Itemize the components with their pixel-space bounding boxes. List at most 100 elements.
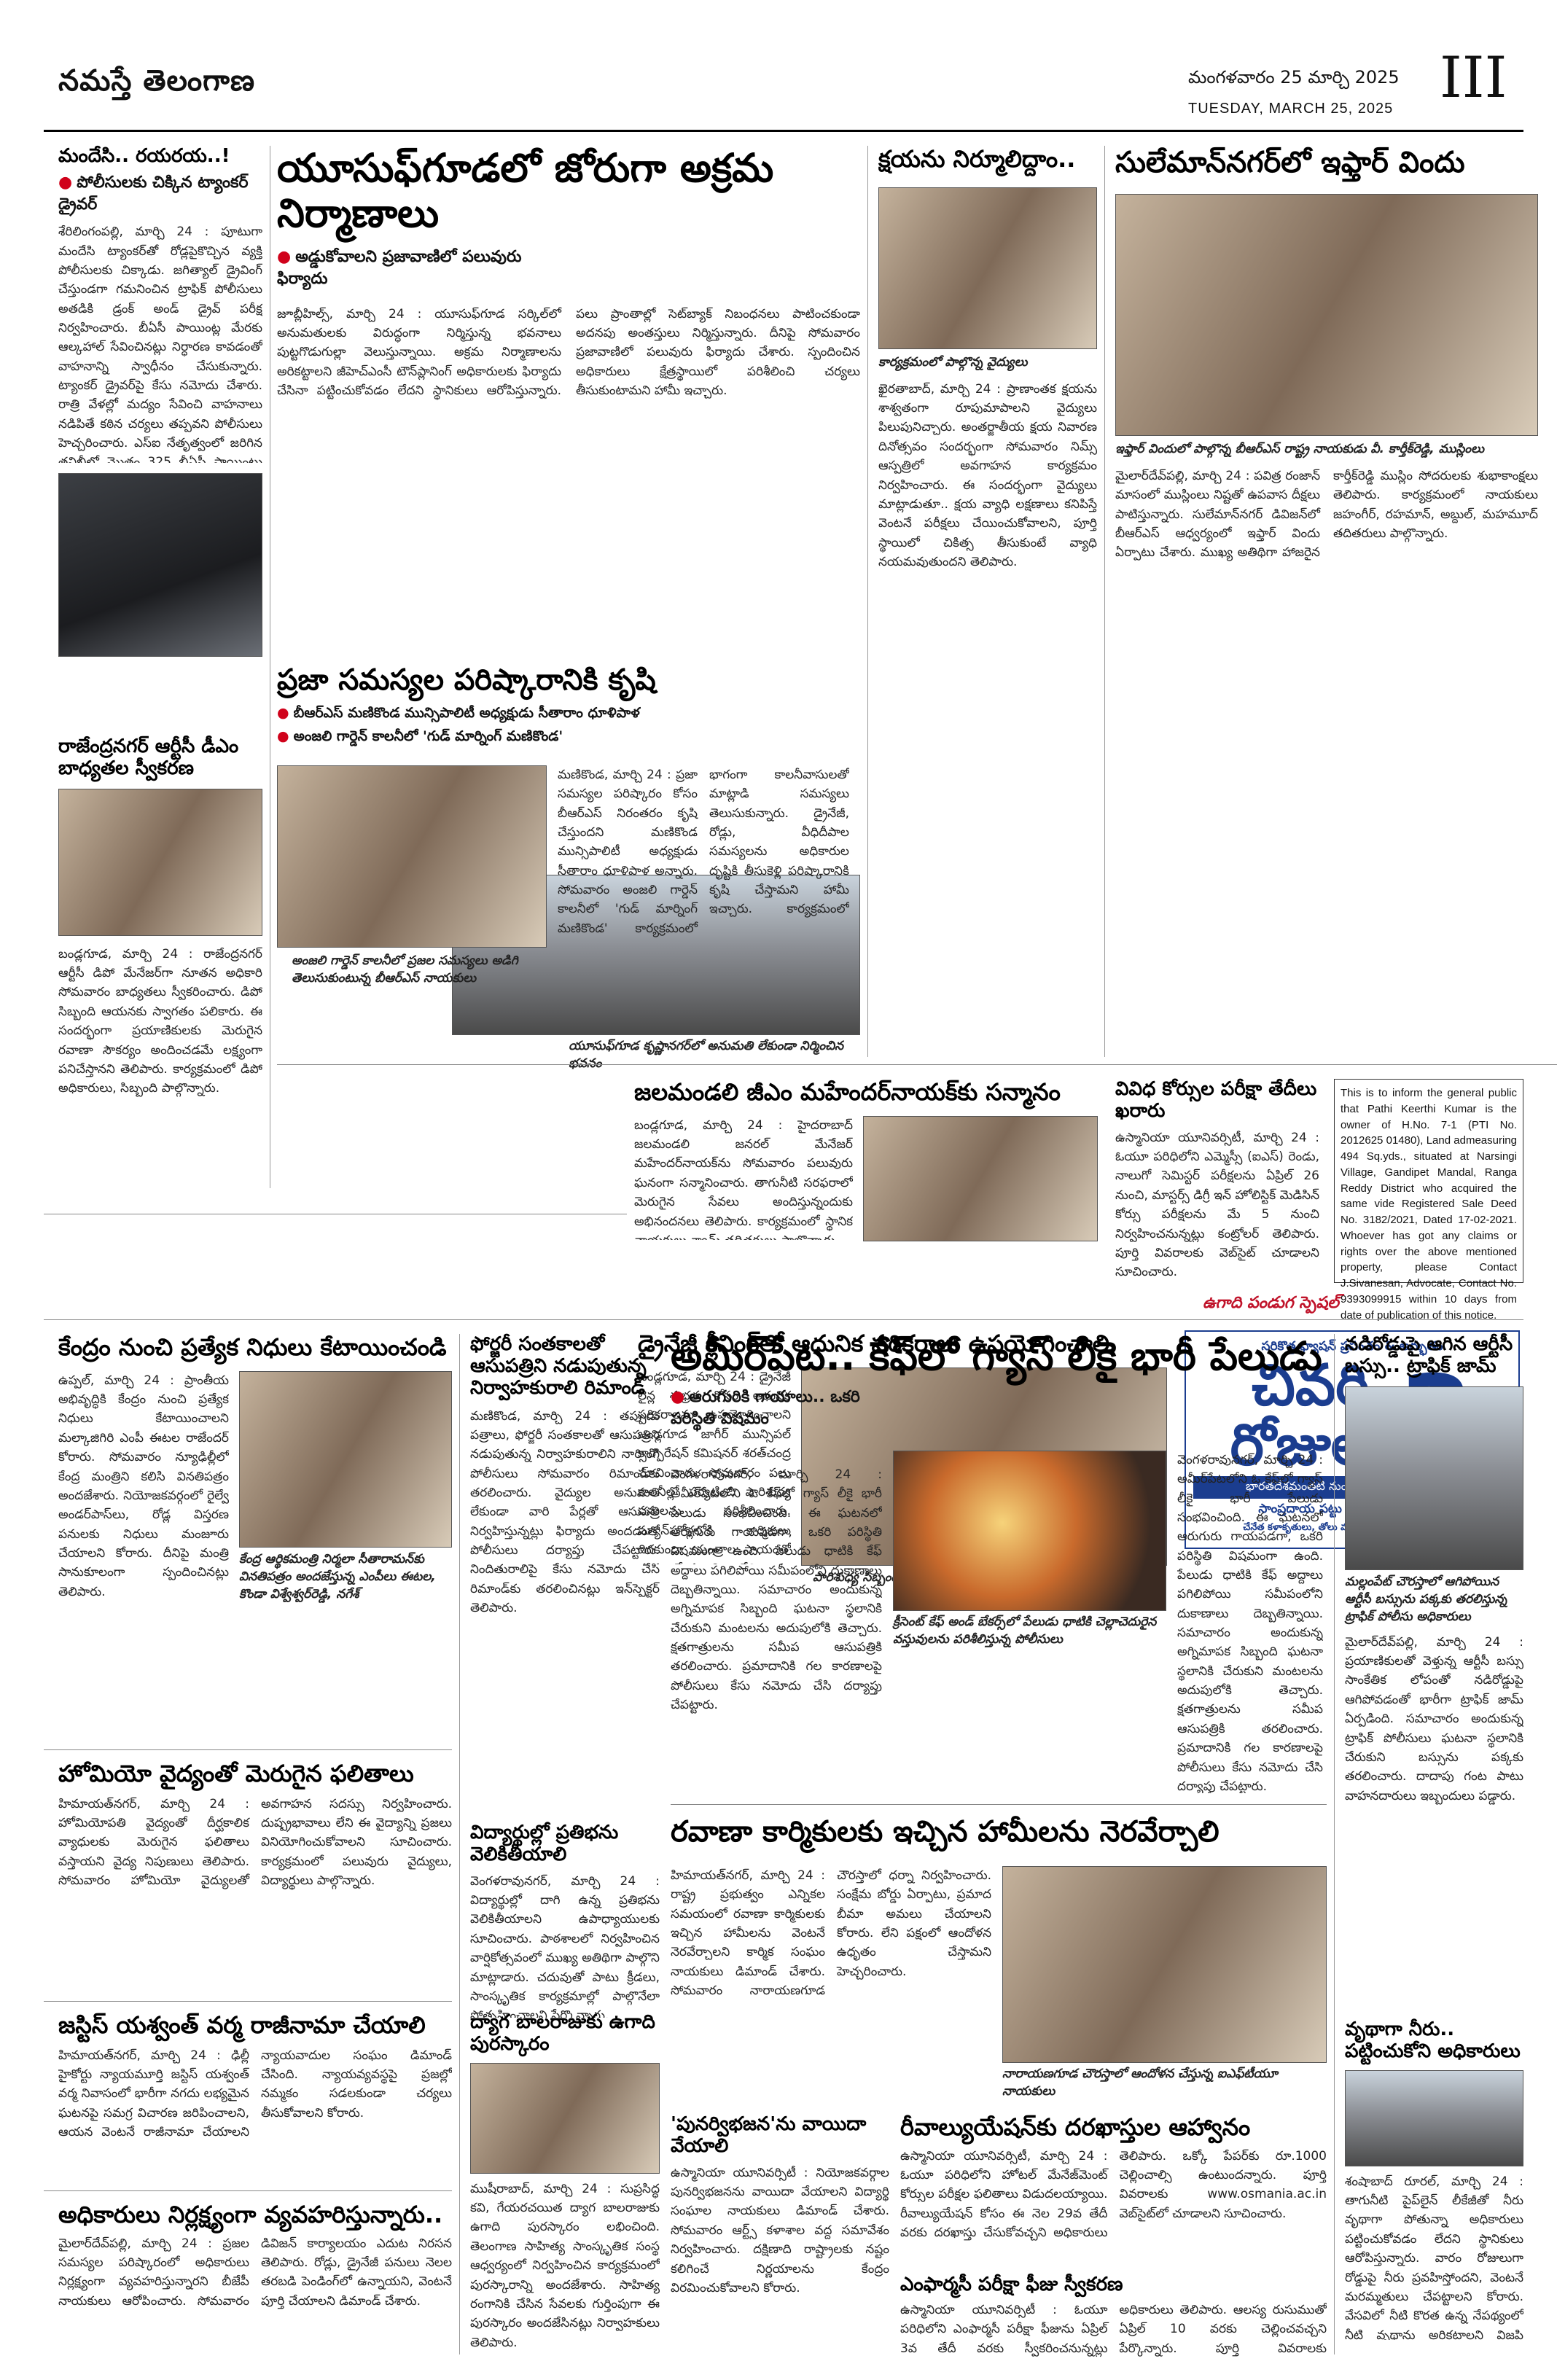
ad-tagline: సరికొత్త ఫ్యాషన్ ప్రపంచం & అద్భుతం bbox=[1261, 1339, 1443, 1354]
article-body: ఖైరతాబాద్, మార్చి 24 : ప్రాణాంతక క్షయను … bbox=[878, 381, 1097, 569]
article-headline: కేంద్రం నుంచి ప్రత్యేక నిధులు కేటాయించండ… bbox=[58, 1333, 447, 1361]
bullet-icon: ● bbox=[277, 727, 289, 744]
article-body: శేరిలింగంపల్లి, మార్చి 24 : పూటుగా మందేస… bbox=[58, 225, 262, 464]
water-photo bbox=[1345, 2069, 1523, 2166]
article-homeo: హోమియో వైద్యంతో మెరుగైన ఫలితాలు హిమాయత్‌… bbox=[58, 1760, 452, 2006]
column-divider bbox=[1334, 1334, 1335, 2354]
article-headline: జలమండలి జీఎం మహేందర్‌నాయక్‌కు సన్మానం bbox=[634, 1078, 1061, 1106]
photo-caption: యూసుఫ్‌గూడ కృష్ణానగర్‌లో అనుమతి లేకుండా … bbox=[569, 1039, 844, 1071]
article-headline: వృథాగా నీరు.. పట్టించుకోని అధికారులు bbox=[1345, 2018, 1521, 2062]
photo-caption: కేంద్ర ఆర్థికమంత్రి నిర్మలా సీతారామన్‌కు… bbox=[239, 1551, 436, 1601]
column-divider bbox=[867, 146, 868, 1057]
article-headline: ఎంఫార్మసీ పరీక్షా ఫీజు స్వీకరణ bbox=[900, 2274, 1123, 2295]
article-body: బండ్లగూడ, మార్చి 24 : రాజేంద్రనగర్ ఆర్టీ… bbox=[58, 946, 262, 1096]
article-course-dates: వివిధ కోర్సుల పరీక్షా తేదీలు ఖరారు ఉస్మా… bbox=[1115, 1078, 1319, 1296]
article-delimitation: 'పునర్విభజన'ను వాయిదా వేయాలి ఉస్మానియా య… bbox=[671, 2113, 889, 2324]
article-headline: అమీర్‌పేట.. కేఫ్‌లో గ్యాస్ లీకై భారీ పేల… bbox=[671, 1333, 1322, 1379]
article-tb: క్షయను నిర్మూలిద్దాం.. కార్యక్రమంలో పాల్… bbox=[878, 146, 1097, 730]
article-transport-workers: రవాణా కార్మికులకు ఇచ్చిన హామీలను నెరవేర్… bbox=[671, 1815, 1327, 1849]
article-headline: 'పునర్విభజన'ను వాయిదా వేయాలి bbox=[671, 2113, 867, 2157]
article-body: మైలార్‌దేవ్‌పల్లి, మార్చి 24 : ప్రజల సమస… bbox=[58, 2236, 452, 2309]
article-revaluation: రీవాల్యుయేషన్‌కు దరఖాస్తుల ఆహ్వానం ఉస్మా… bbox=[900, 2114, 1327, 2293]
award-photo bbox=[470, 2062, 660, 2174]
manikonda-photo bbox=[277, 765, 547, 948]
article-headline: ఫోర్జరీ సంతకాలతో ఆసుపత్రిని నడుపుతున్న న… bbox=[470, 1333, 647, 1399]
article-headline: సులేమాన్‌నగర్‌లో ఇఫ్తార్ విందు bbox=[1115, 146, 1465, 179]
article-body: హిమాయత్‌నగర్, మార్చి 24 : హోమియోపతి వైద్… bbox=[58, 1796, 452, 1889]
section-divider bbox=[44, 2001, 452, 2002]
article-body: హిమాయత్‌నగర్, మార్చి 24 : రాష్ట్ర ప్రభుత… bbox=[671, 1868, 991, 1999]
bullet-icon: ● bbox=[58, 173, 73, 192]
tb-photo bbox=[878, 187, 1097, 349]
article-sub: ఆరుగురికి గాయాలు.. ఒకరి పరిస్థితి విషమం bbox=[671, 1388, 860, 1428]
date-english: TUESDAY, MARCH 25, 2025 bbox=[1188, 101, 1394, 117]
article-sub: అడ్డుకోవాలని ప్రజావాణిలో పలువురు ఫిర్యాద… bbox=[277, 248, 522, 288]
article-headline: హోమియో వైద్యంతో మెరుగైన ఫలితాలు bbox=[58, 1760, 414, 1787]
article-sub: పోలీసులకు చిక్కిన ట్యాంకర్ డ్రైవర్ bbox=[58, 173, 249, 214]
article-officers-negligence: అధికారులు నిర్లక్ష్యంగా వ్యవహరిస్తున్నార… bbox=[58, 2201, 452, 2344]
date-telugu: మంగళవారం 25 మార్చి 2025 bbox=[1188, 67, 1400, 87]
article-students-talent: విద్యార్థుల్లో ప్రతిభను వెలికితీయాలి వెం… bbox=[470, 1822, 660, 2018]
article-headline: విద్యార్థుల్లో ప్రతిభను వెలికితీయాలి bbox=[470, 1822, 619, 1865]
article-people-problems: ప్రజా సమస్యల పరిష్కారానికి కృషి ●బీఆర్ఎస… bbox=[277, 663, 846, 746]
article-headline: డ్రైనేజీ క్లీనింగ్‌లో ఆధునిక పరికరాలు ఉప… bbox=[638, 1330, 1110, 1357]
article-body: జూబ్లీహిల్స్, మార్చి 24 : యూసుఫ్‌గూడ సర్… bbox=[277, 306, 860, 398]
article-central-funds: కేంద్రం నుంచి ప్రత్యేక నిధులు కేటాయించండ… bbox=[58, 1334, 452, 1750]
article-body: వెంగళరావునగర్, మార్చి 24 : విద్యార్థుల్ల… bbox=[470, 1873, 660, 2018]
article-headline: వివిధ కోర్సుల పరీక్షా తేదీలు ఖరారు bbox=[1115, 1078, 1317, 1122]
article-jalamandali: జలమండలి జీఎం మహేందర్‌నాయక్‌కు సన్మానం బం… bbox=[634, 1079, 1101, 1241]
column-divider bbox=[1104, 146, 1105, 1057]
article-body: ఉస్మానియా యూనివర్సిటీ, మార్చి 24 : ఓయూ ప… bbox=[1115, 1130, 1319, 1280]
article-ugadi-award: ద్యాగ బాలరాజుకు ఉగాది పురస్కారం ముషీరాబా… bbox=[470, 2011, 660, 2347]
article-body: శంషాబాద్ రూరల్, మార్చి 24 : తాగునీటి పైప… bbox=[1345, 2174, 1523, 2340]
photo-caption: కార్యక్రమంలో పాల్గొన్న వైద్యులు bbox=[878, 354, 1028, 370]
bullet-icon: ● bbox=[277, 248, 292, 267]
article-body: మణికొండ, మార్చి 24 : ప్రజా సమస్యల పరిష్క… bbox=[558, 768, 849, 936]
article-body: ముషీరాబాద్, మార్చి 24 : సుప్రసిద్ధ కవి, … bbox=[470, 2181, 660, 2347]
article-headline: ద్యాగ బాలరాజుకు ఉగాది పురస్కారం bbox=[470, 2011, 655, 2055]
blast-photo bbox=[893, 1451, 1166, 1611]
masthead-title: నమస్తే తెలంగాణ bbox=[58, 64, 256, 98]
article-rtc-bus: నడిరోడ్డుపై ఆగిన ఆర్టీసీ బస్సు.. ట్రాఫిక… bbox=[1345, 1333, 1523, 1946]
article-headline: రీవాల్యుయేషన్‌కు దరఖాస్తుల ఆహ్వానం bbox=[900, 2113, 1251, 2141]
article-ameerpet-blast: అమీర్‌పేట.. కేఫ్‌లో గ్యాస్ లీకై భారీ పేల… bbox=[671, 1333, 1327, 1429]
article-headline: రవాణా కార్మికులకు ఇచ్చిన హామీలను నెరవేర్… bbox=[671, 1815, 1220, 1849]
section-divider bbox=[671, 1804, 1327, 1805]
article-body: ఉప్పల్, మార్చి 24 : ప్రాంతీయ అభివృద్ధికి… bbox=[58, 1373, 229, 1599]
bus-photo bbox=[1345, 1386, 1523, 1570]
photo-caption: క్రీసెంట్ కేఫ్ అండ్ బేకర్స్‌లో పేలుడు ధా… bbox=[893, 1615, 1157, 1647]
article-headline: రాజేంద్రనగర్ ఆర్టీసీ డీఎం బాధ్యతల స్వీకర… bbox=[58, 736, 239, 779]
bullet-icon: ● bbox=[671, 1388, 685, 1407]
masthead-rule bbox=[44, 130, 1523, 132]
article-rtc-dm: రాజేంద్రనగర్ ఆర్టీసీ డీఎం బాధ్యతల స్వీకర… bbox=[58, 736, 262, 1185]
festival-label: ఉగాది పండుగ స్పెషల్ bbox=[1203, 1294, 1339, 1312]
photo-caption: నారాయణగూడ చౌరస్తాలో ఆందోళన చేస్తున్న ఐఎఫ… bbox=[1002, 2067, 1278, 2099]
jalamandali-photo bbox=[863, 1115, 1098, 1241]
article-headline: జస్టిస్ యశ్వంత్ వర్మ రాజీనామా చేయాలి bbox=[58, 2011, 426, 2039]
article-mpharmacy: ఎంఫార్మసీ పరీక్షా ఫీజు స్వీకరణ ఉస్మానియా… bbox=[900, 2274, 1327, 2366]
section-divider bbox=[277, 1064, 1557, 1065]
article-sub: అంజలి గార్డెన్ కాలనీలో 'గుడ్ మార్నింగ్ మ… bbox=[293, 727, 563, 744]
page-number: III bbox=[1440, 45, 1507, 111]
article-sub: బీఆర్ఎస్ మణికొండ మున్సిపాలిటీ అధ్యక్షుడు… bbox=[293, 705, 640, 721]
transport-photo bbox=[1002, 1866, 1327, 2063]
article-body-continued: వెంగళరావునగర్, మార్చి 24 : అమీర్‌పేటలోని… bbox=[1177, 1453, 1323, 1793]
article-tanker-driver: మందేసి.. రయరయ..! ●పోలీసులకు చిక్కిన ట్యా… bbox=[58, 145, 262, 658]
article-body: మణికొండ, మార్చి 24 : తప్పుడు పత్రాలు, ఫో… bbox=[470, 1408, 660, 1616]
article-justice-varma: జస్టిస్ యశ్వంత్ వర్మ రాజీనామా చేయాలి హిమ… bbox=[58, 2012, 452, 2185]
section-divider bbox=[44, 2190, 452, 2191]
funds-photo bbox=[239, 1370, 452, 1548]
article-body: ఉస్మానియా యూనివర్సిటీ : ఓయూ పరిధిలోని ఎం… bbox=[900, 2302, 1327, 2356]
article-body: ఉస్మానియా యూనివర్సిటీ : నియోజకవర్గాల పున… bbox=[671, 2165, 889, 2295]
article-body: ఉస్మానియా యూనివర్సిటీ, మార్చి 24 : ఓయూ ప… bbox=[900, 2148, 1327, 2241]
article-headline: నడిరోడ్డుపై ఆగిన ఆర్టీసీ బస్సు.. ట్రాఫిక… bbox=[1345, 1333, 1513, 1377]
article-headline: అధికారులు నిర్లక్ష్యంగా వ్యవహరిస్తున్నార… bbox=[58, 2201, 443, 2228]
article-body: వెంగళరావునగర్, మార్చి 24 : అమీర్‌పేటలోని… bbox=[671, 1467, 882, 1713]
dm-photo bbox=[58, 788, 262, 936]
article-body: మైలార్‌దేవ్‌పల్లి, మార్చి 24 : పవిత్ర రం… bbox=[1115, 469, 1538, 561]
article-kicker: మందేసి.. రయరయ..! bbox=[58, 145, 230, 167]
article-iftar: సులేమాన్‌నగర్‌లో ఇఫ్తార్ విందు ఇఫ్తార్ వ… bbox=[1115, 146, 1538, 671]
photo-caption: అంజలి గార్డెన్ కాలనీలో ప్రజల సమస్యలు అడి… bbox=[292, 953, 518, 986]
photo-caption: ఇఫ్తార్ విందులో పాల్గొన్న బీఆర్ఎస్ రాష్ట… bbox=[1115, 442, 1484, 456]
iftar-photo bbox=[1115, 194, 1538, 436]
